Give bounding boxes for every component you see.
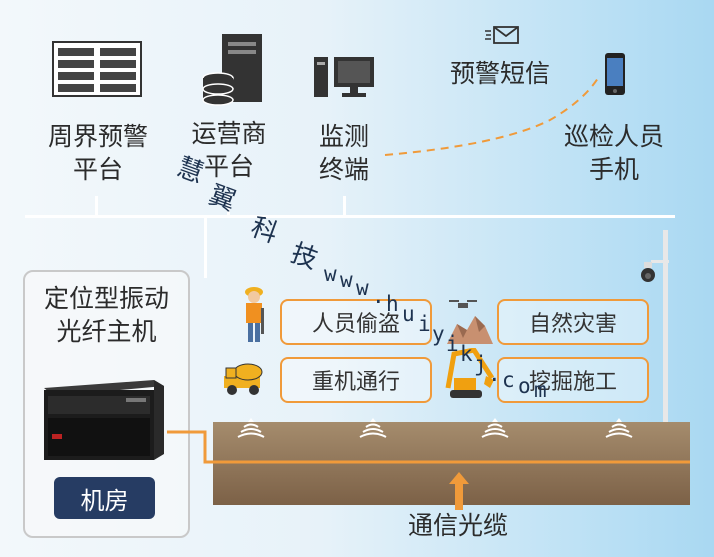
bus-drop-carrier xyxy=(227,192,230,216)
watermark-url-char: i xyxy=(446,332,459,356)
watermark-url-char: . xyxy=(372,284,385,308)
bus-drop-monitor xyxy=(343,196,346,216)
sms-dashed-link xyxy=(384,74,601,156)
watermark-url-char: u xyxy=(402,302,415,326)
drone-icon xyxy=(449,300,477,308)
vibration-wave-icon xyxy=(359,418,387,438)
watermark-url-char: i xyxy=(418,312,431,336)
vibration-wave-icon xyxy=(481,418,509,438)
sms-label: 预警短信 xyxy=(449,59,550,88)
machine-room-label: 机房 xyxy=(54,477,155,519)
mixer-truck-icon xyxy=(224,363,263,395)
watermark-url-char: k xyxy=(460,342,473,366)
bus-drop-warning xyxy=(95,196,98,216)
watermark-char: 技 xyxy=(286,238,322,276)
watermark-char: 科 xyxy=(246,212,282,250)
event-personnel-theft: 人员偷盗 xyxy=(280,299,432,345)
network-bus-line xyxy=(25,215,675,218)
watermark-url-char: . xyxy=(488,362,501,386)
watermark-url-char: w xyxy=(340,268,353,292)
watermark-url-char: j xyxy=(474,352,487,376)
envelope-icon xyxy=(485,26,519,44)
server-rack-icon xyxy=(52,41,142,97)
carrier-platform-label: 运营商 平台 xyxy=(191,119,267,181)
host-label: 定位型振动 光纤主机 xyxy=(43,284,169,346)
fiber-host-device-icon xyxy=(44,380,164,460)
watermark-url-char: w xyxy=(324,262,337,286)
up-arrow-icon xyxy=(449,472,469,510)
vibration-wave-icon xyxy=(605,418,633,438)
camera-pole xyxy=(663,230,668,422)
watermark-url-char: m xyxy=(534,378,547,402)
excavator-icon xyxy=(445,348,495,398)
warning-platform-label: 周界预警 平台 xyxy=(47,122,148,184)
monitor-terminal-icon xyxy=(314,57,374,97)
database-server-icon xyxy=(202,34,262,106)
monitor-terminal-label: 监测 终端 xyxy=(318,122,369,184)
watermark-url-char: y xyxy=(432,322,445,346)
landslide-icon xyxy=(447,316,493,344)
camera-icon xyxy=(641,262,655,282)
event-excavation: 挖掘施工 xyxy=(497,357,649,403)
watermark-url-char: w xyxy=(356,276,369,300)
watermark-url-char: o xyxy=(518,374,531,398)
worker-icon xyxy=(245,287,264,342)
cable-label: 通信光缆 xyxy=(407,511,508,540)
event-heavy-machinery: 重机通行 xyxy=(280,357,432,403)
fiber-cable-line xyxy=(167,430,690,464)
mobile-phone-icon xyxy=(605,53,625,95)
watermark-url-char: c xyxy=(502,368,515,392)
watermark-url-char: h xyxy=(386,292,399,316)
bus-drop-host xyxy=(204,216,207,278)
event-natural-disaster: 自然灾害 xyxy=(497,299,649,345)
patrol-phone-label: 巡检人员 手机 xyxy=(563,122,664,184)
vibration-wave-icon xyxy=(237,418,265,438)
